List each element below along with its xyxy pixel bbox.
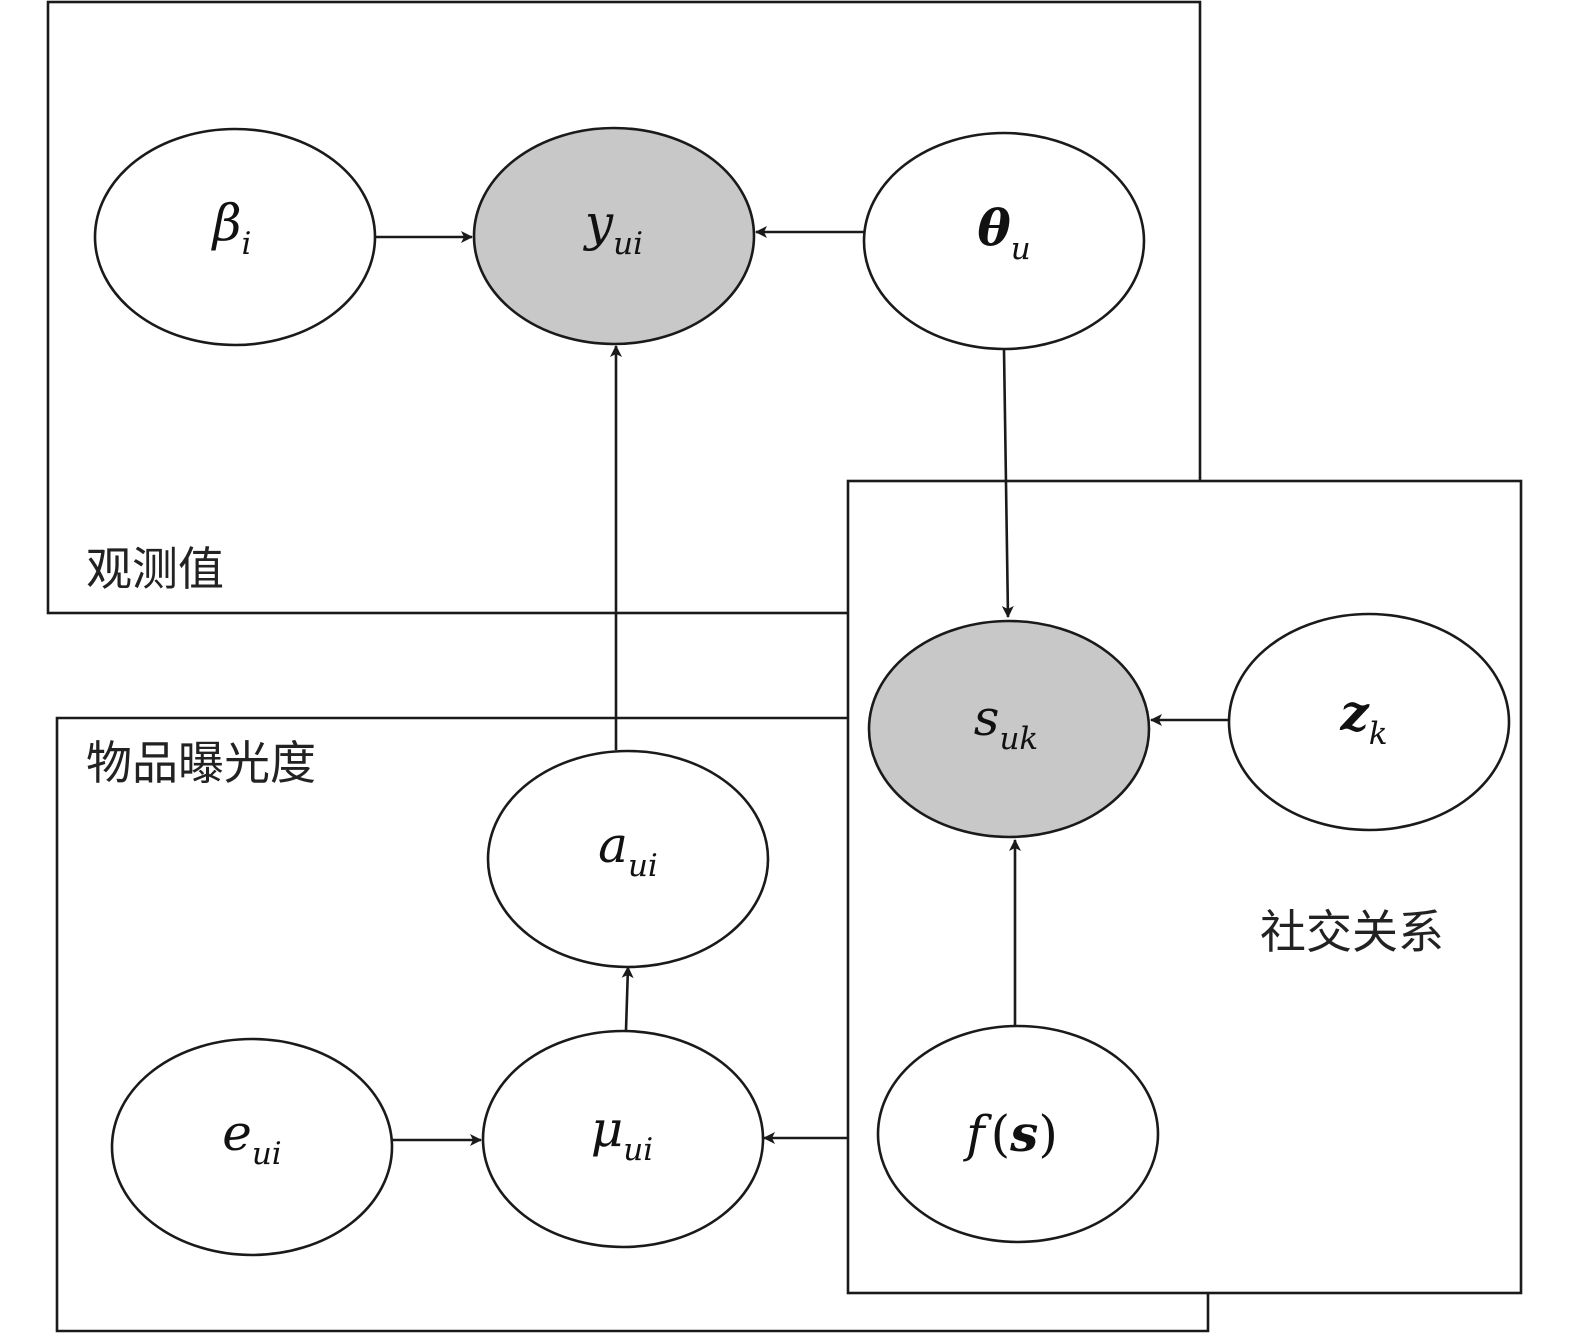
edges: [374, 226, 1230, 1146]
node-theta-ellipse: [862, 131, 1146, 351]
plate-observed-label: 观测值: [86, 542, 224, 596]
edge-theta-to-s: [1001, 349, 1014, 618]
node-theta: θu: [862, 131, 1146, 351]
edge-mu-to-a: [621, 966, 634, 1031]
node-a-ellipse: [486, 749, 770, 969]
node-s-label: suk: [974, 689, 1038, 757]
node-fs-ellipse: [876, 1024, 1160, 1244]
node-fs: f(s): [876, 1024, 1160, 1244]
node-z-label: zk: [1339, 683, 1387, 752]
node-beta-ellipse: [93, 127, 377, 347]
node-e: eui: [110, 1037, 394, 1257]
plate-observed: 观测值: [46, 0, 1202, 615]
node-a-label: aui: [598, 816, 658, 884]
node-y-label: yui: [583, 194, 643, 262]
node-mu: μui: [481, 1029, 765, 1249]
plate-exposure-frame: [55, 716, 1210, 1333]
node-z: zk: [1227, 612, 1511, 832]
node-mu-ellipse: [481, 1029, 765, 1249]
plate-observed-frame: [46, 0, 1202, 615]
node-s: suk: [867, 619, 1151, 839]
node-y-ellipse: [472, 126, 756, 346]
node-beta-label: βi: [211, 194, 252, 262]
node-s-ellipse: [867, 619, 1151, 839]
node-y: yui: [472, 126, 756, 346]
node-beta: βi: [93, 127, 377, 347]
node-a: aui: [486, 749, 770, 969]
plate-exposure-label: 物品曝光度: [86, 736, 316, 790]
node-e-label: eui: [222, 1104, 281, 1172]
node-fs-label: f(s): [962, 1104, 1058, 1163]
node-mu-label: μui: [591, 1100, 653, 1168]
node-e-ellipse: [110, 1037, 394, 1257]
plate-exposure: 物品曝光度: [55, 716, 1210, 1333]
node-z-ellipse: [1227, 612, 1511, 832]
node-theta-label: θu: [977, 198, 1030, 267]
plate-social-label: 社交关系: [1260, 905, 1444, 959]
